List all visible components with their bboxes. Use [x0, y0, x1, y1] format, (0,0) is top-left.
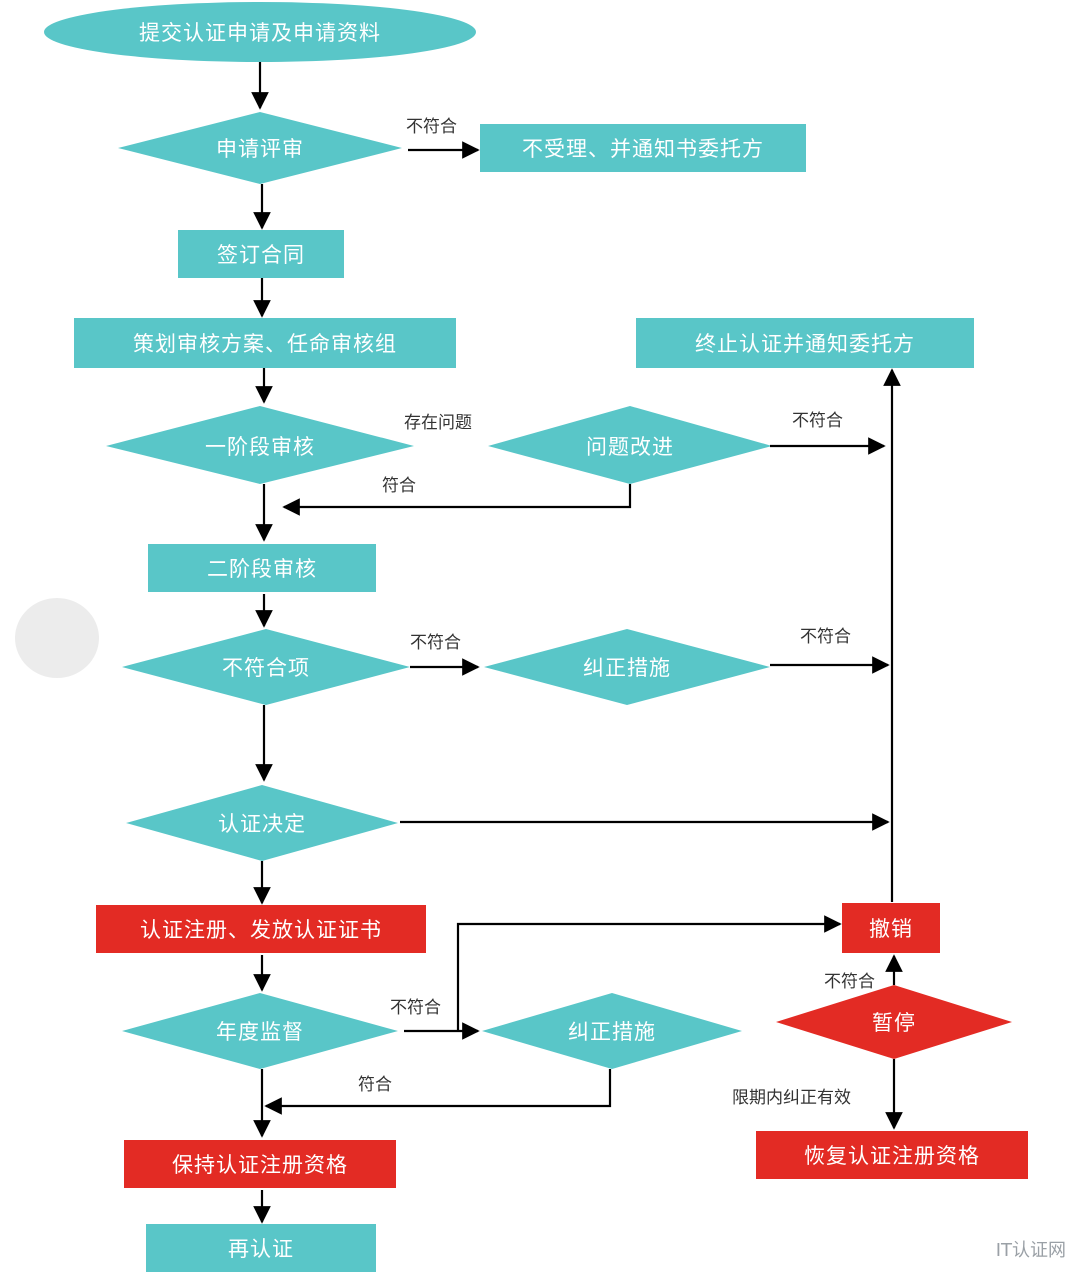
maintain-box: 保持认证注册资格 [124, 1140, 396, 1188]
diamond-stage1 [106, 406, 414, 484]
edge-label-suspend-nc: 不符合 [824, 972, 875, 992]
register-box: 认证注册、发放认证证书 [96, 905, 426, 953]
terminate-box: 终止认证并通知委托方 [636, 318, 974, 368]
label-annual: 年度监督 [216, 1020, 304, 1044]
edge-label-annual-nc: 不符合 [390, 998, 441, 1018]
label-decision: 认证决定 [218, 812, 306, 836]
edge-label-nc-item: 不符合 [410, 633, 461, 653]
edge-label-annual-ok: 符合 [358, 1075, 392, 1095]
label-stage1: 一阶段审核 [205, 435, 315, 459]
edge-label-stage1-ok: 符合 [382, 476, 416, 496]
edge-label-reject: 不符合 [406, 117, 457, 137]
label-corrective2: 纠正措施 [568, 1020, 656, 1044]
edge-label-terminate1: 不符合 [792, 411, 843, 431]
revoke-box: 撤销 [842, 903, 940, 953]
label-app-review: 申请评审 [216, 137, 304, 161]
reject-box: 不受理、并通知书委托方 [480, 124, 806, 172]
diamond-nonconformity [122, 629, 410, 705]
edge-label-terminate2: 不符合 [800, 627, 851, 647]
restore-box: 恢复认证注册资格 [756, 1131, 1028, 1179]
label-nonconformity: 不符合项 [222, 656, 310, 680]
diamond-suspend [776, 985, 1012, 1059]
diamond-app-review [118, 112, 402, 184]
label-suspend: 暂停 [872, 1011, 916, 1035]
watermark: IT认证网 [995, 1240, 1066, 1261]
diamond-decision [126, 785, 398, 861]
diamond-annual [122, 993, 398, 1069]
edge-label-fixed: 限期内纠正有效 [732, 1088, 851, 1108]
label-problem-fix: 问题改进 [586, 435, 674, 459]
decorative-blob [15, 598, 99, 678]
diamond-corrective1 [484, 629, 770, 705]
recert-box: 再认证 [146, 1224, 376, 1272]
sign-contract-box: 签订合同 [178, 230, 344, 278]
plan-audit-box: 策划审核方案、任命审核组 [74, 318, 456, 368]
edge-label-has-problem: 存在问题 [404, 413, 472, 433]
stage2-box: 二阶段审核 [148, 544, 376, 592]
diamond-problem-fix [488, 406, 772, 484]
diamond-corrective2 [482, 993, 742, 1069]
start-oval: 提交认证申请及申请资料 [44, 2, 476, 62]
label-corrective1: 纠正措施 [583, 656, 671, 680]
